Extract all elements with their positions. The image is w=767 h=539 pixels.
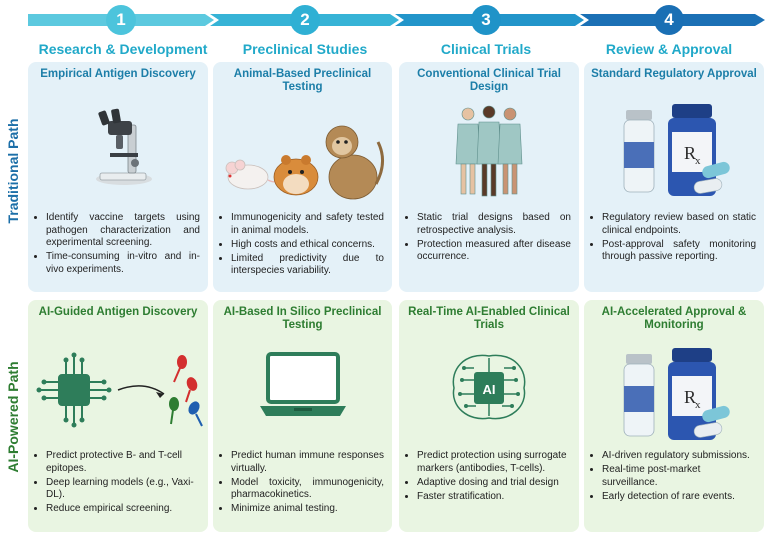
step-title-1: Research & Development <box>38 41 208 57</box>
vaccine-vial-and-pill-bottle-icon: R x <box>623 348 730 440</box>
bullet-item: AI-driven regulatory submissions. <box>602 450 756 463</box>
panel-ai-rnd: AI-Guided Antigen Discovery Predict prot… <box>28 300 208 532</box>
bullet-item: Predict human immune responses virtually… <box>231 450 384 475</box>
svg-text:x: x <box>695 399 701 411</box>
bullet-item: Protection measured after disease occurr… <box>417 239 571 264</box>
laptop-icon <box>260 352 346 416</box>
ai-chip-label: AI <box>483 382 496 397</box>
panel-title: Standard Regulatory Approval <box>591 68 757 80</box>
bullet-item: Reduce empirical screening. <box>46 503 200 516</box>
svg-text:x: x <box>695 155 701 167</box>
bullet-list: Predict human immune responses virtually… <box>221 450 384 517</box>
trial-participants-icon <box>455 105 523 197</box>
panel-trad-approval: Standard Regulatory Approval R x Regulat… <box>584 62 764 292</box>
panel-ai-approval: AI-Accelerated Approval & Monitoring R x… <box>584 300 764 532</box>
bullet-item: Minimize animal testing. <box>231 503 384 516</box>
step-number-2: 2 <box>290 5 320 35</box>
bullet-item: Real-time post-market surveillance. <box>602 464 756 489</box>
bullet-item: Early detection of rare events. <box>602 491 756 504</box>
vaccine-vial-and-pill-bottle-icon: R x <box>623 104 730 196</box>
bullet-item: High costs and ethical concerns. <box>231 239 384 252</box>
step-number-4: 4 <box>654 5 684 35</box>
panel-ai-preclinical: AI-Based In Silico Preclinical Testing P… <box>213 300 392 532</box>
step-number-3: 3 <box>471 5 501 35</box>
bullet-list: Immunogenicity and safety tested in anim… <box>221 212 384 279</box>
bullet-item: Static trial designs based on retrospect… <box>417 212 571 237</box>
bullet-list: Static trial designs based on retrospect… <box>407 212 571 265</box>
step-number-1: 1 <box>106 5 136 35</box>
step-title-3: Clinical Trials <box>440 41 532 57</box>
row-label-ai: AI-Powered Path <box>5 361 21 473</box>
panel-title: AI-Accelerated Approval & Monitoring <box>601 306 747 331</box>
bullet-item: Time-consuming in-vitro and in-vivo expe… <box>46 251 200 276</box>
panel-title: AI-Guided Antigen Discovery <box>38 306 198 318</box>
bullet-item: Adaptive dosing and trial design <box>417 477 571 490</box>
panel-title: Empirical Antigen Discovery <box>40 68 196 80</box>
bullet-item: Limited predictivity due to interspecies… <box>231 253 384 278</box>
panel-ai-clinical: Real-Time AI-Enabled Clinical Trials AI … <box>399 300 579 532</box>
panel-title: Real-Time AI-Enabled Clinical Trials <box>408 306 570 331</box>
bullet-list: AI-driven regulatory submissions. Real-t… <box>592 450 756 505</box>
bullet-item: Predict protective B- and T-cell epitope… <box>46 450 200 475</box>
ai-circuit-epitope-icon <box>36 352 203 428</box>
bullet-item: Regulatory review based on static clinic… <box>602 212 756 237</box>
bullet-item: Deep learning models (e.g., Vaxi-DL). <box>46 477 200 502</box>
bullet-list: Identify vaccine targets using pathogen … <box>36 212 200 278</box>
panel-title: Animal-Based Preclinical Testing <box>233 68 372 93</box>
bullet-item: Identify vaccine targets using pathogen … <box>46 212 200 250</box>
panel-trad-clinical: Conventional Clinical Trial Design Stati… <box>399 62 579 292</box>
step-title-4: Review & Approval <box>605 41 733 57</box>
row-label-traditional: Traditional Path <box>5 118 21 224</box>
panel-title: AI-Based In Silico Preclinical Testing <box>223 306 382 331</box>
panel-trad-rnd: Empirical Antigen Discovery Identify vac… <box>28 62 208 292</box>
bullet-item: Post-approval safety monitoring through … <box>602 239 756 264</box>
panel-title: Conventional Clinical Trial Design <box>417 68 561 93</box>
microscope-icon <box>96 108 152 185</box>
ai-brain-chip-icon: AI <box>452 354 526 420</box>
bullet-item: Model toxicity, immunogenicity, pharmaco… <box>231 477 384 502</box>
lab-animals-icon <box>225 125 384 200</box>
rx-symbol: R <box>684 143 696 163</box>
bullet-list: Predict protective B- and T-cell epitope… <box>36 450 200 517</box>
panel-trad-preclinical: Animal-Based Preclinical Testing Immunog… <box>213 62 392 292</box>
bullet-list: Regulatory review based on static clinic… <box>592 212 756 265</box>
step-title-2: Preclinical Studies <box>242 41 368 57</box>
rx-symbol: R <box>684 387 696 407</box>
bullet-item: Faster stratification. <box>417 491 571 504</box>
bullet-item: Predict protection using surrogate marke… <box>417 450 571 475</box>
bullet-list: Predict protection using surrogate marke… <box>407 450 571 505</box>
bullet-item: Immunogenicity and safety tested in anim… <box>231 212 384 237</box>
